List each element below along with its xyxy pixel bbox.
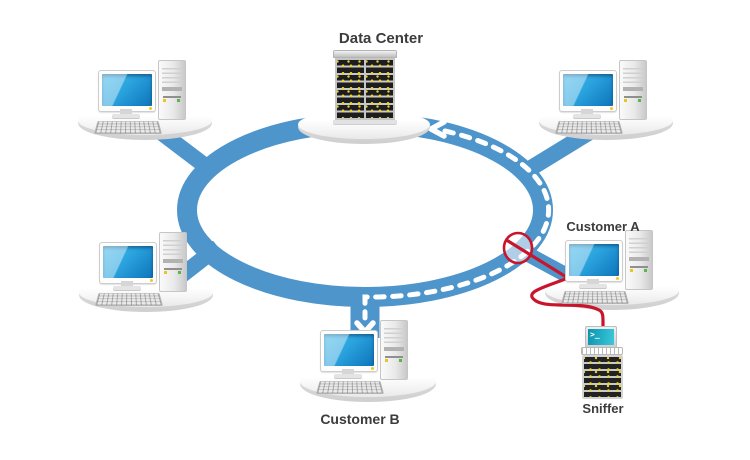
monitor-stand-base <box>334 374 362 378</box>
sniffer-screen: >_ <box>588 329 614 345</box>
rack-top-cap <box>333 50 397 58</box>
label-customer-b: Customer B <box>320 411 400 427</box>
keyboard-icon <box>95 292 163 306</box>
monitor-stand-base <box>112 114 140 118</box>
label-sniffer: Sniffer <box>582 401 624 416</box>
terminal-prompt-icon: >_ <box>590 330 600 339</box>
monitor-stand <box>121 281 133 287</box>
workstation-customer-b <box>298 316 438 400</box>
keyboard-icon <box>94 120 162 134</box>
monitor-icon <box>320 330 378 372</box>
sniffer-device: >_ <box>580 320 626 400</box>
tower-icon <box>158 60 186 120</box>
keyboard-icon <box>555 120 623 134</box>
tower-icon <box>625 230 653 290</box>
power-led-icon <box>616 277 619 280</box>
sniffer-tap-cable <box>506 239 605 332</box>
monitor-icon <box>559 70 617 112</box>
server-rack-icon <box>333 50 397 124</box>
screen <box>569 244 619 276</box>
monitor-icon <box>98 70 156 112</box>
tower-icon <box>619 60 647 120</box>
workstation-top-right <box>537 56 677 140</box>
power-led-icon <box>150 279 153 282</box>
workstation-bottom-left <box>77 228 217 312</box>
rack-base <box>333 120 397 124</box>
tower-icon <box>159 232 187 292</box>
rack-body <box>335 58 395 120</box>
keyboard-icon <box>316 380 384 394</box>
monitor-stand <box>120 109 132 115</box>
monitor-stand-base <box>113 286 141 290</box>
tower-led-icon <box>630 269 633 272</box>
monitor-stand <box>581 109 593 115</box>
power-led-icon <box>371 367 374 370</box>
tower-led-icon <box>624 99 627 102</box>
sniffer-laptop-deck <box>581 347 623 355</box>
screen <box>324 334 374 366</box>
monitor-stand <box>342 369 354 375</box>
power-led-icon <box>149 107 152 110</box>
traffic-path-dashes <box>362 128 552 321</box>
power-led-icon <box>610 107 613 110</box>
sniffer-rack-icon <box>582 355 623 399</box>
keyboard-icon <box>561 290 629 304</box>
label-customer-a: Customer A <box>566 219 640 234</box>
workstation-customer-a <box>543 226 683 310</box>
arrow-to-datacenter-icon <box>428 119 447 139</box>
screen <box>563 74 613 106</box>
screen <box>103 246 153 278</box>
tower-led-icon <box>164 271 167 274</box>
label-data-center: Data Center <box>338 30 424 47</box>
workstation-top-left <box>76 56 216 140</box>
rack-column-left <box>337 60 364 118</box>
monitor-stand <box>587 279 599 285</box>
rack-column-right <box>366 60 393 118</box>
monitor-icon <box>565 240 623 282</box>
monitor-icon <box>99 242 157 284</box>
tower-led-icon <box>163 99 166 102</box>
screen <box>102 74 152 106</box>
monitor-stand-base <box>573 114 601 118</box>
monitor-stand-base <box>579 284 607 288</box>
tower-icon <box>380 320 408 380</box>
sniffer-laptop-icon: >_ <box>585 326 617 348</box>
tower-led-icon <box>385 359 388 362</box>
tap-point-icon <box>502 231 534 265</box>
